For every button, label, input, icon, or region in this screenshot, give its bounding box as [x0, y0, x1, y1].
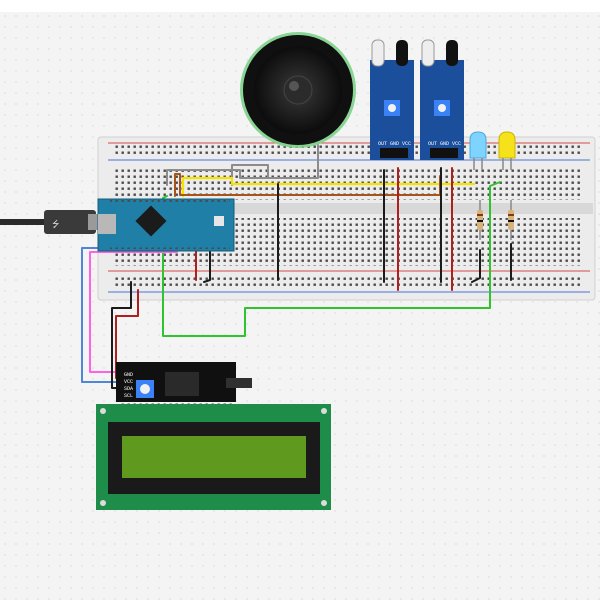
arduino-nano	[97, 198, 235, 252]
sensor-label-1: OUT GND VCC	[378, 141, 411, 147]
wire-yellow	[181, 176, 476, 198]
wire-black-5	[471, 249, 481, 283]
ir-receiver-2	[446, 40, 458, 66]
speaker	[240, 32, 356, 148]
wire-gray-1	[166, 144, 319, 186]
usb-port	[98, 214, 116, 234]
wire-pink	[89, 251, 178, 373]
i2c-label-vcc: VCC	[124, 379, 133, 385]
resistor-1	[477, 200, 483, 240]
ir-sensor-1: OUT GND VCC	[370, 39, 414, 160]
wire-black-4	[203, 249, 211, 283]
sensor-pins-2	[430, 148, 458, 158]
lcd-mount-hole-tl	[100, 408, 106, 414]
rail-holes-bottom	[112, 274, 582, 288]
usb-plug	[44, 210, 96, 234]
top-border	[0, 0, 600, 12]
usb-cable: ⭍	[0, 210, 98, 234]
lcd-mount-hole-bl	[100, 500, 106, 506]
ir-sensor-2: OUT GND VCC	[420, 39, 464, 160]
arduino-pins-bottom	[110, 244, 230, 249]
led-yellow	[498, 131, 516, 170]
center-channel	[100, 203, 593, 214]
ir-emitter-1	[371, 39, 385, 67]
i2c-jumper	[226, 378, 252, 388]
i2c-backpack: GND VCC SDA SCL	[116, 362, 252, 408]
lcd-screen	[122, 436, 306, 478]
i2c-label-gnd: GND	[124, 372, 133, 378]
wire-black-lcd	[111, 281, 132, 389]
led-blue	[469, 131, 487, 170]
lcd-16x2	[96, 404, 331, 510]
sensor-label-2: OUT GND VCC	[428, 141, 461, 147]
i2c-chip	[165, 372, 199, 396]
reset-button	[214, 216, 224, 226]
lcd-mount-hole-br	[321, 500, 327, 506]
ir-receiver-1	[396, 40, 408, 66]
microcontroller-chip	[135, 205, 167, 237]
rail-holes-top	[112, 145, 582, 157]
ir-emitter-2	[421, 39, 435, 67]
sensor-pins-1	[380, 148, 408, 158]
i2c-label-scl: SCL	[124, 393, 133, 399]
i2c-label-sda: SDA	[124, 386, 133, 392]
wire-gray-2	[231, 164, 269, 186]
arduino-pins-top	[110, 200, 230, 205]
lcd-mount-hole-tr	[321, 408, 327, 414]
resistor-2	[508, 200, 514, 240]
usb-icon: ⭍	[52, 219, 60, 229]
